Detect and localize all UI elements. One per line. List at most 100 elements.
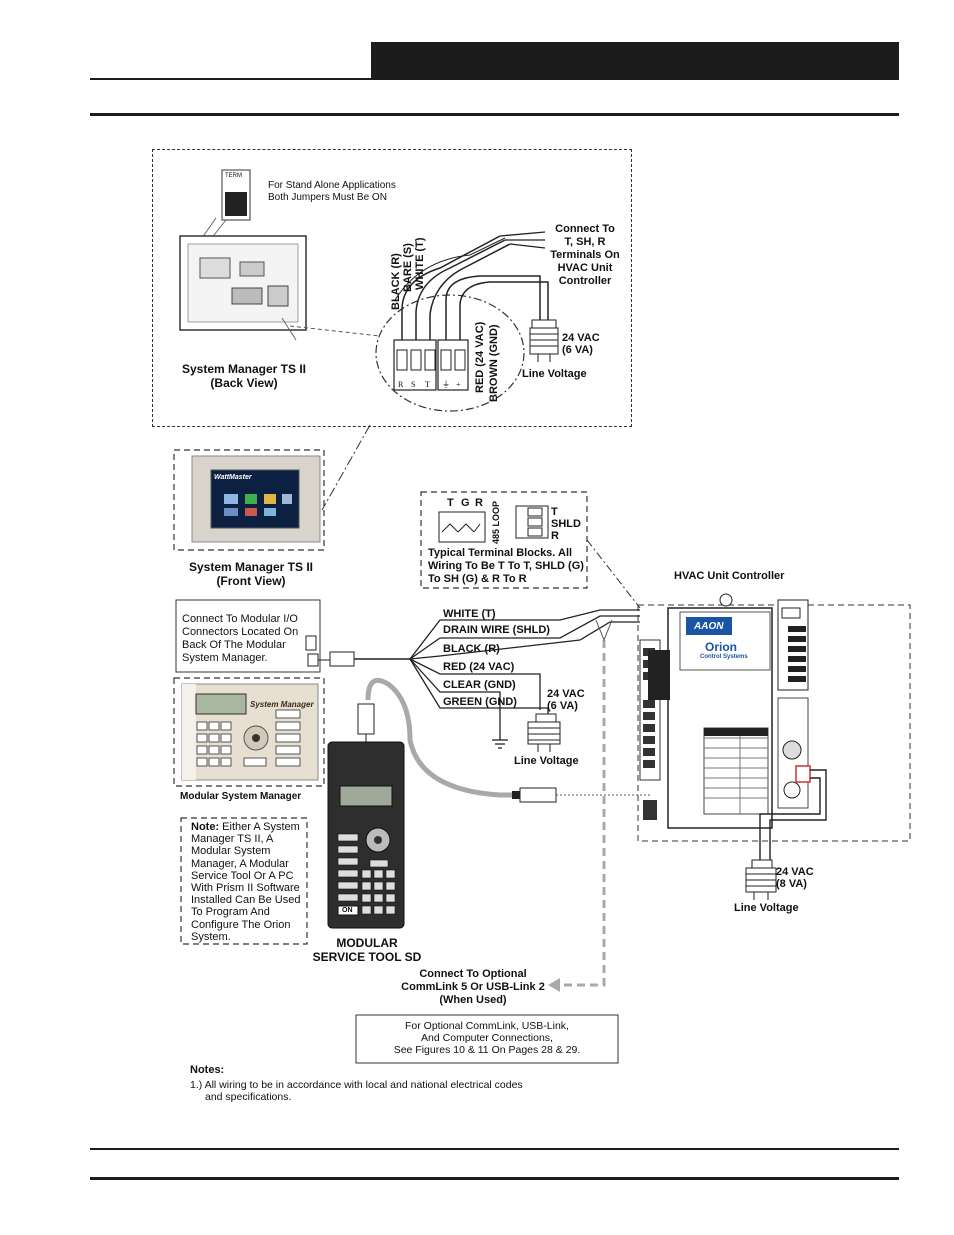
- wire-label-white: WHITE (T): [414, 237, 426, 290]
- optional-box-text: For Optional CommLink, USB-Link, And Com…: [356, 1020, 618, 1056]
- note-line: With Prism II Software: [191, 882, 300, 895]
- hvac-component: [782, 740, 802, 760]
- front-view-caption-line1: System Manager TS II: [188, 560, 314, 574]
- tshld-screws: [527, 507, 543, 537]
- service-tool-nav-center: [374, 836, 382, 844]
- wire-drain-label: DRAIN WIRE (SHLD): [443, 624, 550, 636]
- note-first-line: Note: Either A System: [191, 821, 300, 833]
- optional-line: And Computer Connections,: [421, 1032, 553, 1044]
- terminal-note-line: Wiring To Be T To T, SHLD (G): [428, 560, 584, 572]
- front-view-frame: [173, 449, 325, 551]
- front-view-caption-line2: (Front View): [216, 574, 286, 588]
- tshld-t: T: [551, 506, 558, 518]
- commlink-arrow-head: [548, 978, 560, 992]
- terminal-r: R: [398, 380, 404, 389]
- note-line: Configure The Orion: [191, 918, 291, 931]
- commlink-dashed-line: [560, 640, 606, 987]
- wire-black-r: [401, 235, 501, 340]
- connect-to-line: Controller: [558, 275, 612, 287]
- hvac-power-plug: [745, 859, 777, 900]
- wire-red-label: RED (24 VAC): [443, 661, 515, 673]
- back-view-caption-line2: (Back View): [210, 376, 278, 390]
- modular-connector: [305, 635, 317, 651]
- optional-line: See Figures 10 & 11 On Pages 28 & 29.: [393, 1044, 581, 1056]
- wire-cable-jacket: [394, 237, 506, 301]
- footer-rule-1: [90, 1148, 899, 1150]
- back-view-caption-line1: System Manager TS II: [181, 362, 307, 376]
- tgr-t: T: [447, 497, 454, 509]
- modular-power-2: (6 VA): [547, 700, 578, 712]
- power-label-2: (6 VA): [562, 344, 593, 356]
- wire-white-t-label: WHITE (T): [443, 608, 496, 620]
- service-tool-caption: MODULAR SERVICE TOOL SD: [300, 936, 434, 964]
- service-tool-caption-line2: SERVICE TOOL SD: [312, 950, 422, 964]
- hvac-power-wire: [769, 769, 827, 860]
- modular-connect-box: [175, 599, 321, 673]
- commlink-line: Connect To Optional: [419, 968, 527, 980]
- connect-to-line: Connect To: [555, 223, 615, 235]
- orion-sub: Control Systems: [700, 654, 748, 660]
- notes-title: Notes:: [190, 1064, 225, 1076]
- board-component: [199, 257, 231, 279]
- ts2-back-board-inner: [187, 243, 299, 323]
- terminal-note-line: Typical Terminal Blocks. All: [428, 547, 573, 559]
- wire-green-label: GREEN (GND): [443, 696, 517, 708]
- modular-note-line: Back Of The Modular: [182, 639, 286, 651]
- tshld-shld: SHLD: [551, 518, 581, 530]
- note-line: To Program And: [191, 906, 270, 919]
- back-view-caption: System Manager TS II (Back View): [174, 362, 314, 390]
- hvac-table-rows: [704, 728, 768, 814]
- tgr-connector-slots: [441, 523, 481, 533]
- note-line: Service Tool Or A PC: [191, 869, 294, 882]
- hvac-relay-terminals: [781, 607, 806, 682]
- modular-line-voltage: Line Voltage: [514, 755, 579, 767]
- optional-connections-box: [355, 1014, 619, 1064]
- note-box-text: Note: Either A System Manager TS II, A M…: [191, 821, 300, 943]
- tgr-r: R: [475, 497, 483, 509]
- term-label: TERM: [225, 173, 242, 179]
- service-tool-on-key: [337, 905, 359, 916]
- jumper-note-line1: For Stand Alone Applications: [268, 180, 396, 191]
- power-label-1: 24 VAC: [562, 332, 600, 344]
- cable-plug: [329, 651, 355, 667]
- footer-rule-2: [90, 1177, 899, 1180]
- terminal-ground: ⏚: [442, 380, 450, 389]
- hvac-power-wire: [759, 777, 821, 860]
- modular-sm-caption: Modular System Manager: [180, 791, 302, 802]
- hvac-relay-block: [777, 599, 809, 691]
- wire-clear-label: CLEAR (GND): [443, 679, 516, 691]
- connect-to-line: Terminals On: [550, 249, 620, 261]
- wire-label-red: RED (24 VAC): [474, 321, 486, 393]
- terminal-plus: +: [456, 380, 461, 389]
- leader-back-to-front: [321, 424, 371, 511]
- tgr-g: G: [461, 497, 470, 509]
- terminal-t: T: [425, 380, 430, 389]
- note-line: Manager TS II, A: [191, 833, 274, 846]
- hvac-controller-frame: [637, 604, 911, 842]
- terminal-zoom-circle: [375, 294, 525, 412]
- wire-white-t: [429, 243, 511, 340]
- modular-sm-nav-center: [252, 734, 260, 742]
- header-rule-top: [90, 78, 372, 80]
- modular-connector: [307, 653, 319, 667]
- board-component: [231, 287, 263, 305]
- modular-sm-lcd: [195, 693, 247, 715]
- screen-icons: [224, 494, 292, 516]
- hvac-table: [703, 727, 769, 815]
- service-tool-on-label: ON: [342, 907, 353, 914]
- back-view-frame: [152, 149, 632, 427]
- hvac-top-mount: [719, 593, 733, 607]
- line-voltage-label: Line Voltage: [522, 368, 587, 380]
- service-tool-lcd: [339, 785, 393, 807]
- modular-sm-frame: [173, 677, 325, 787]
- hvac-line-voltage: Line Voltage: [734, 902, 799, 914]
- wire-bare-s: [415, 239, 506, 340]
- service-tool-connector-tip: [512, 791, 520, 799]
- modular-power-1: 24 VAC: [547, 688, 585, 700]
- aaon-brand: AAON: [694, 621, 724, 632]
- wire-label-brown: BROWN (GND): [488, 324, 500, 402]
- service-tool-connector-top: [357, 703, 375, 735]
- terminal-note-line: To SH (G) & R To R: [428, 573, 527, 585]
- power-plug: [529, 319, 559, 362]
